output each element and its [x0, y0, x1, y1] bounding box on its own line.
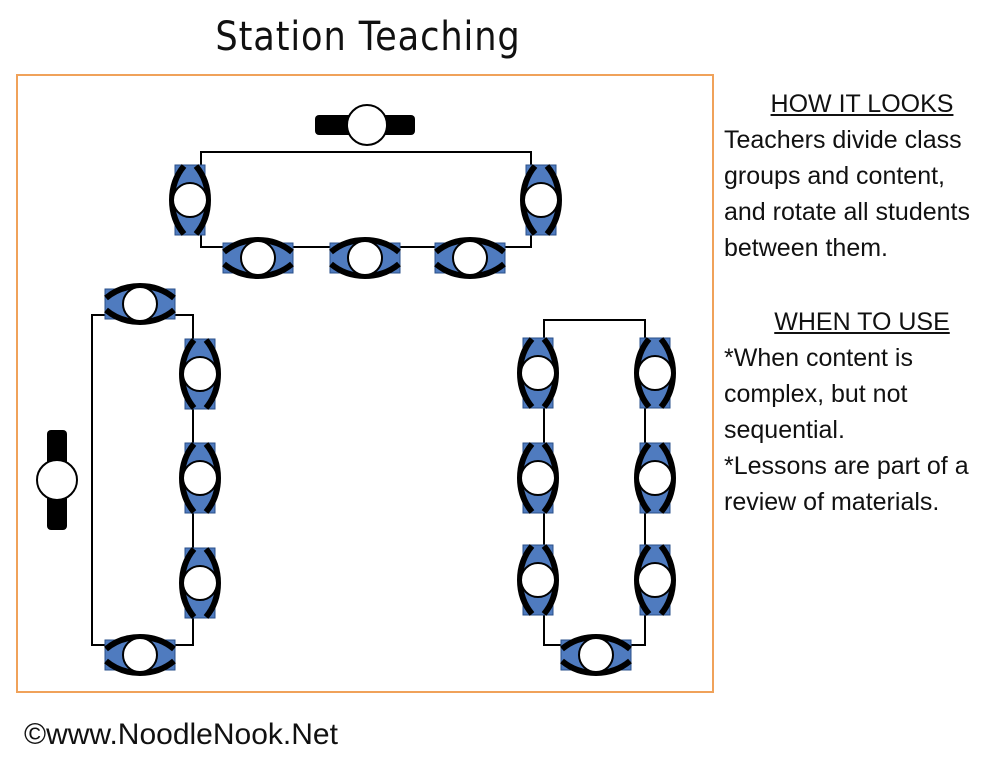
student-seat-icon	[179, 442, 221, 514]
teacher-top-icon	[315, 104, 415, 146]
student-seat-icon	[520, 164, 562, 236]
student-seat-icon	[222, 237, 294, 279]
info-panel: HOW IT LOOKS Teachers divide class group…	[724, 86, 1000, 520]
table-right	[543, 319, 646, 646]
student-seat-icon	[434, 237, 506, 279]
student-seat-icon	[517, 337, 559, 409]
student-seat-icon	[634, 337, 676, 409]
student-seat-icon	[634, 544, 676, 616]
student-seat-icon	[179, 547, 221, 619]
student-seat-icon	[634, 442, 676, 514]
how-it-looks-heading: HOW IT LOOKS	[770, 90, 954, 118]
student-seat-icon	[560, 634, 632, 676]
student-seat-icon	[329, 237, 401, 279]
how-it-looks-text: Teachers divide class groups and content…	[724, 126, 970, 262]
when-to-use-heading: WHEN TO USE	[774, 308, 950, 336]
classroom-outline	[16, 74, 714, 693]
student-seat-icon	[104, 634, 176, 676]
table-top	[200, 151, 532, 248]
copyright-footer: ©www.NoodleNook.Net	[24, 718, 338, 751]
when-to-use-item-1: *When content is complex, but not sequen…	[724, 344, 913, 444]
student-seat-icon	[104, 283, 176, 325]
student-seat-icon	[169, 164, 211, 236]
student-seat-icon	[517, 544, 559, 616]
teacher-left-icon	[36, 430, 78, 530]
table-left	[91, 314, 194, 646]
student-seat-icon	[179, 338, 221, 410]
when-to-use-item-2: *Lessons are part of a review of materia…	[724, 452, 969, 516]
page-title: Station Teaching	[215, 14, 521, 60]
student-seat-icon	[517, 442, 559, 514]
